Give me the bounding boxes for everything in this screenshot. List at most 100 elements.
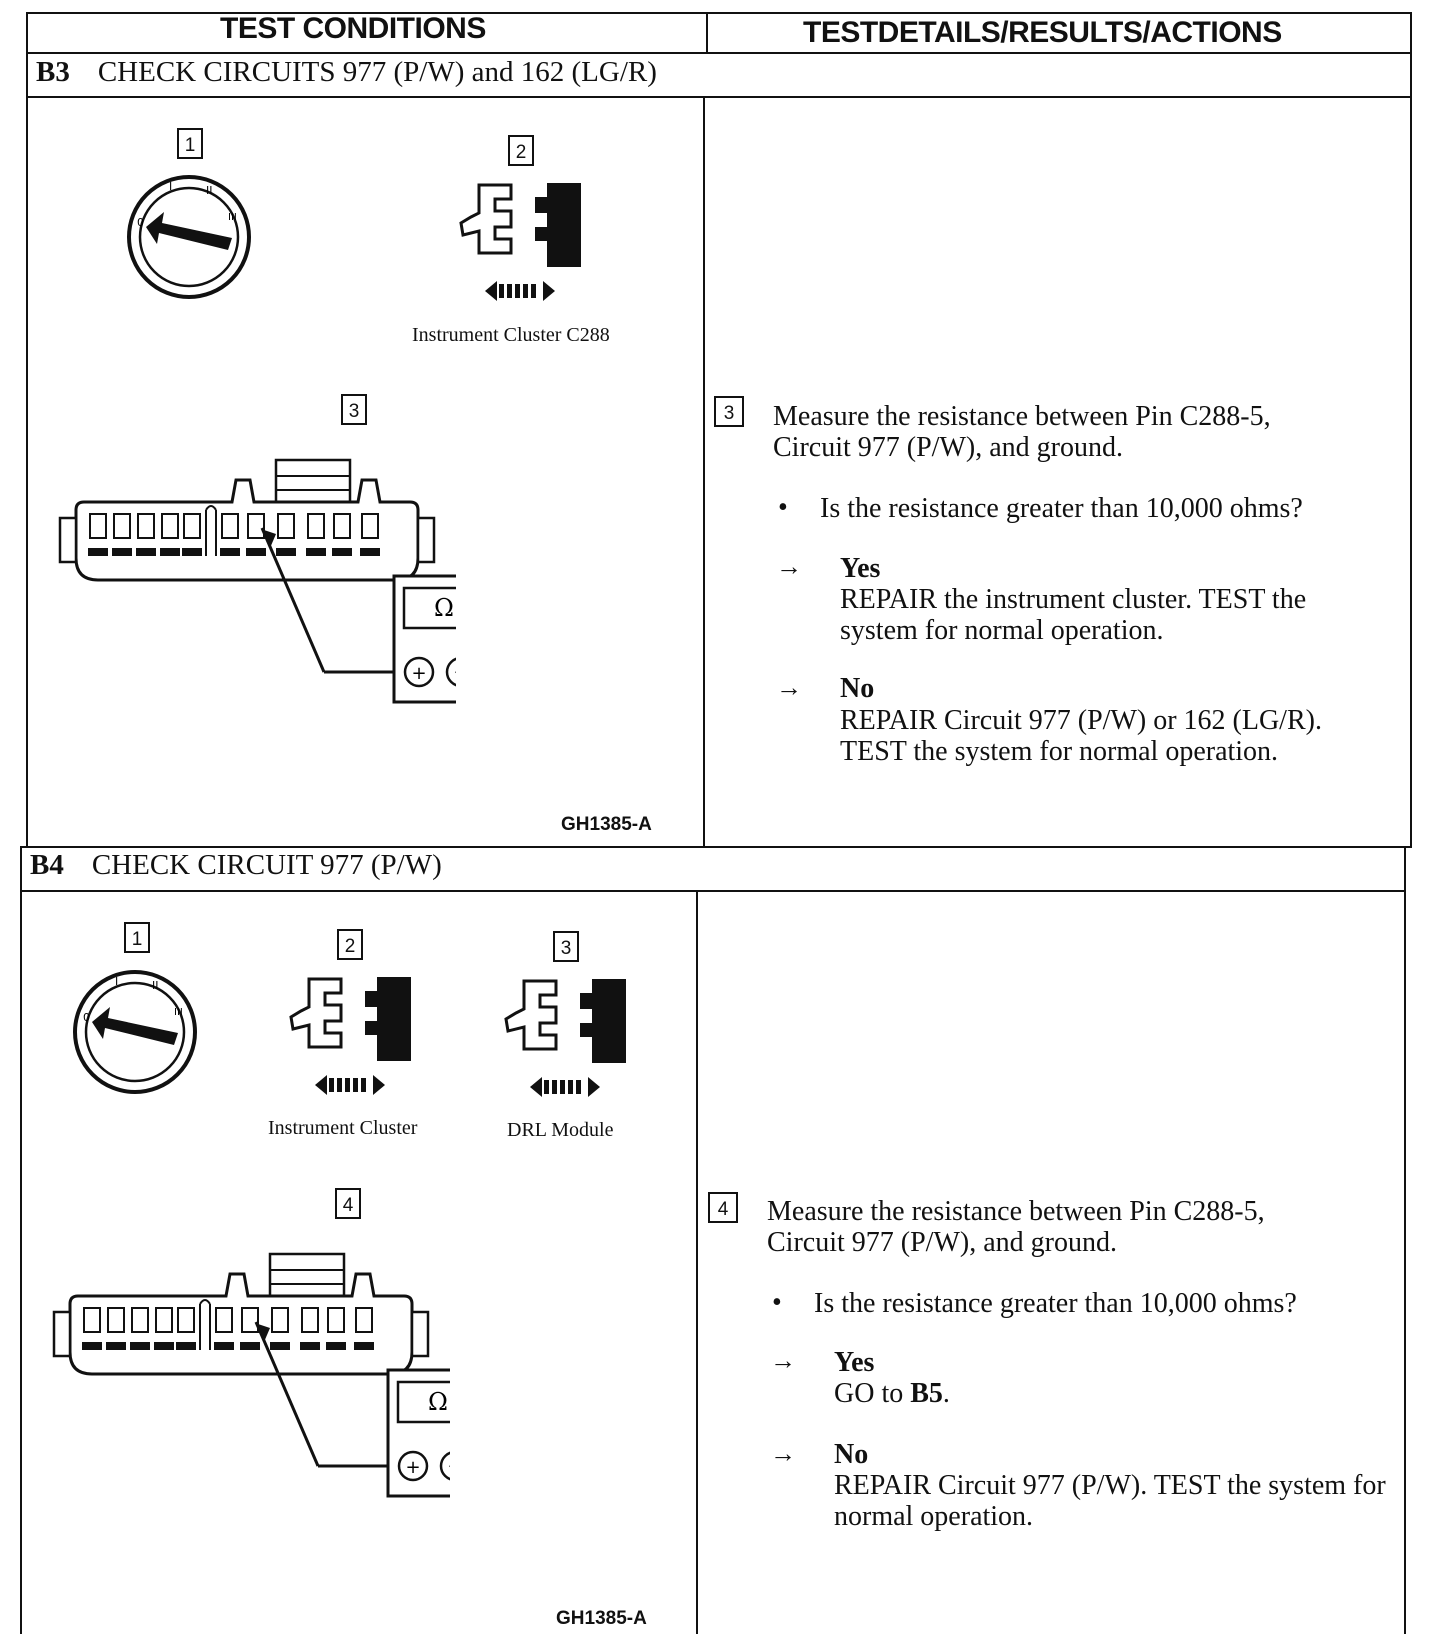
connector-terminal [106,1342,126,1350]
connector-pin-cavity [307,513,325,539]
b3-detail-step-box: 3 [714,396,744,427]
connector-terminal [154,1342,174,1350]
connector-terminal [332,548,352,556]
connector-terminal [220,548,240,556]
b4-connector-label-instrument-cluster: Instrument Cluster [268,1117,418,1139]
b4-connector-meter-diagram: Ω + − [52,1252,450,1498]
svg-text:I: I [115,975,118,988]
connector-pin-cavity [215,1307,233,1333]
b4-step-box-2: 2 [337,929,363,960]
b4-instruction: Measure the resistance between Pin C288-… [767,1196,1265,1258]
svg-text:+: + [411,663,426,684]
svg-text:0: 0 [83,1011,90,1024]
connector-pin-cavity [247,513,265,539]
b4-pins [82,1307,374,1350]
b4-yes-label: Yes [834,1347,875,1378]
connector-terminal [326,1342,346,1350]
connector-pin-cavity [161,513,179,539]
connector-terminal [88,548,108,556]
ohmmeter-icon: Ω + − [386,1368,450,1498]
connector-disconnect-icon [459,183,581,301]
table-border-right-upper [1410,12,1412,848]
b3-no-action: REPAIR Circuit 977 (P/W) or 162 (LG/R). … [840,705,1322,767]
connector-terminal [360,548,380,556]
b4-no-action: REPAIR Circuit 977 (P/W). TEST the syste… [834,1470,1386,1532]
b3-column-divider [703,96,705,848]
b4-step-box-4: 4 [335,1188,361,1219]
b4-yes-action-target: B5 [910,1378,943,1409]
connector-terminal [82,1342,102,1350]
b4-no-arrow: → [770,1439,796,1468]
connector-disconnect-icon [289,977,411,1095]
connector-pin-cavity [221,513,239,539]
connector-terminal [354,1342,374,1350]
connector-terminal [300,1342,320,1350]
b4-detail-step-box: 4 [708,1192,738,1223]
column-divider-header [706,12,708,54]
connector-pin-cavity [131,1307,149,1333]
b3-step-box-3: 3 [341,394,367,425]
connector-terminal [160,548,180,556]
b4-no-label: No [834,1439,869,1470]
b4-question: Is the resistance greater than 10,000 oh… [814,1288,1297,1319]
b3-connector-label: Instrument Cluster C288 [412,324,610,346]
table-border-left-lower [20,846,22,1634]
connector-terminal [130,1342,150,1350]
b3-step-box-2: 2 [508,135,534,166]
connector-terminal [214,1342,234,1350]
svg-text:−: − [453,662,456,683]
connector-pin-cavity [301,1307,319,1333]
b4-figure-code: GH1385-A [556,1608,647,1629]
b3-step-box-1: 1 [177,128,203,159]
b3-question: Is the resistance greater than 10,000 oh… [820,493,1303,524]
b3-pins [88,513,380,556]
connector-pin-cavity [137,513,155,539]
connector-pin-cavity [241,1307,259,1333]
connector-pin-cavity [89,513,107,539]
b4-bullet: • [772,1287,782,1318]
connector-pin-cavity [107,1307,125,1333]
table-border-left-upper [26,12,28,848]
connector-pin-cavity [83,1307,101,1333]
b3-section-title-text: CHECK CIRCUITS 977 (P/W) and 162 (LG/R) [97,56,657,88]
table-border-top [26,12,1412,14]
connector-terminal [182,548,202,556]
svg-text:I: I [169,180,172,193]
b3-yes-action: REPAIR the instrument cluster. TEST the … [840,584,1307,646]
connector-terminal [240,1342,260,1350]
connector-terminal [136,548,156,556]
svg-text:III: III [228,212,237,223]
connector-pin-cavity [361,513,379,539]
connector-terminal [270,1342,290,1350]
connector-pin-cavity [155,1307,173,1333]
b3-figure-code: GH1385-A [561,814,652,835]
svg-text:−: − [447,1456,450,1477]
svg-text:II: II [152,979,159,992]
b4-step-box-3: 3 [553,931,579,962]
connector-terminal [306,548,326,556]
svg-text:0: 0 [137,216,144,229]
b3-yes-arrow: → [776,552,802,581]
connector-terminal [176,1342,196,1350]
b3-yes-label: Yes [840,553,881,584]
connector-pin-cavity [177,1307,195,1333]
b4-section-title: B4 CHECK CIRCUIT 977 (P/W) [30,849,442,882]
b4-section-id: B4 [30,849,64,881]
b3-no-label: No [840,673,875,704]
b4-section-title-text: CHECK CIRCUIT 977 (P/W) [91,849,442,881]
table-border-right-lower [1404,846,1406,1634]
connector-disconnect-icon [504,979,626,1097]
svg-text:II: II [206,184,213,197]
header-test-details: TESTDETAILS/RESULTS/ACTIONS [803,16,1282,49]
b4-yes-action-prefix: GO to [834,1378,911,1409]
connector-terminal [112,548,132,556]
b4-step-box-1: 1 [124,922,150,953]
connector-pin-cavity [113,513,131,539]
connector-pin-cavity [333,513,351,539]
b3-title-divider [26,96,1412,98]
svg-text:Ω: Ω [428,1388,448,1416]
b3-instruction: Measure the resistance between Pin C288-… [773,401,1271,463]
svg-text:III: III [174,1007,183,1018]
connector-pin-cavity [327,1307,345,1333]
